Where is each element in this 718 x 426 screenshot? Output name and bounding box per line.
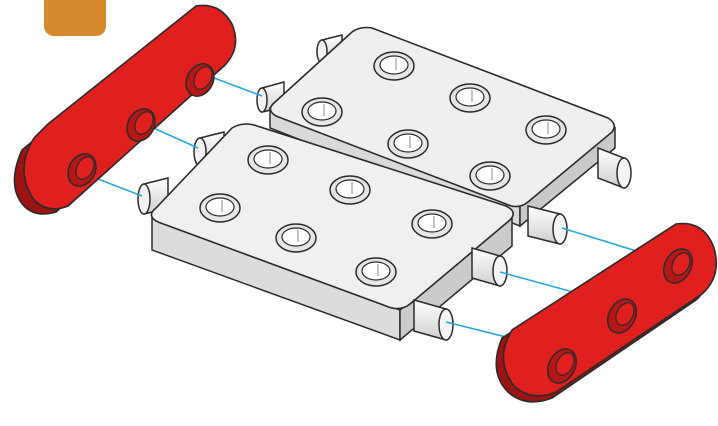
plate-hole [526, 116, 566, 144]
plate-hole [200, 194, 240, 222]
plate-hole [388, 130, 428, 158]
plate-hole [330, 176, 370, 204]
plate-hole [356, 258, 396, 286]
plate-hole [450, 84, 490, 112]
plate-hole [470, 162, 510, 190]
plate-hole [374, 52, 414, 80]
plate-hole [276, 224, 316, 252]
plate-hole [248, 146, 288, 174]
plate-hole [302, 98, 342, 126]
plate-hole [412, 210, 452, 238]
right-red-beam [496, 224, 716, 402]
